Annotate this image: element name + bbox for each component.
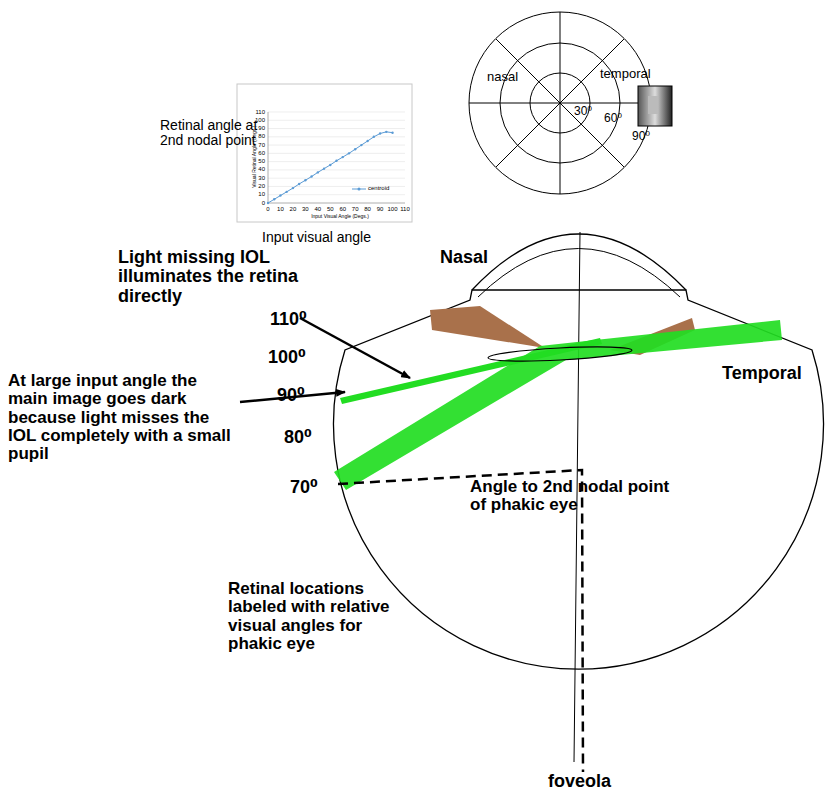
annotation: Retinal locations labeled with relative … [228, 580, 403, 653]
tick-label: 100 [385, 206, 401, 212]
tick-label: 20 [250, 183, 265, 189]
grid-line [268, 178, 405, 179]
data-point [329, 164, 331, 166]
tick-label: 90 [250, 125, 265, 131]
data-point [335, 160, 337, 162]
grid-line [268, 136, 405, 137]
region-label: Temporal [722, 364, 832, 383]
grid-line [268, 112, 405, 113]
tick-label: 0 [250, 200, 265, 206]
data-point [310, 175, 312, 177]
grid-line [268, 153, 405, 154]
data-point [317, 171, 319, 173]
data-point [354, 148, 356, 150]
tick-label: 80 [250, 133, 265, 139]
annotation: Angle to 2nd nodal point of phakic eye [470, 478, 680, 515]
grid-line [268, 169, 405, 170]
tick-label: 110 [397, 206, 413, 212]
tick-label: 30 [297, 206, 313, 212]
grid-line [268, 145, 405, 146]
main-light-beam [334, 320, 782, 490]
grid-line [268, 128, 405, 129]
legend-sample [352, 186, 366, 192]
data-point [379, 132, 381, 134]
data-point [304, 179, 306, 181]
retinal-image-patch [638, 86, 672, 126]
eccentricity-label: 60⁰ [604, 112, 634, 125]
axis-caption: Retinal angle at 2nd nodal point [160, 118, 260, 148]
field-label: temporal [600, 67, 660, 81]
tick-label: 60 [335, 206, 351, 212]
data-point [267, 202, 269, 204]
centroid-curve [267, 131, 394, 205]
leader-arrow [300, 318, 410, 378]
tick-label: 100 [250, 117, 265, 123]
data-point [373, 136, 375, 138]
tick-label: 110 [250, 109, 265, 115]
iris-nasal [430, 306, 545, 348]
tick-label: 40 [250, 166, 265, 172]
x-axis [268, 203, 405, 204]
retinal-angle: 100⁰ [268, 348, 328, 367]
retinal-angle: 80⁰ [284, 428, 334, 447]
retinal-angle: 70⁰ [290, 478, 340, 497]
tick-label: 10 [250, 191, 265, 197]
data-point [292, 187, 294, 189]
annotation: Light missing IOL illuminates the retina… [118, 248, 323, 306]
data-point [323, 167, 325, 169]
data-point [298, 183, 300, 185]
tick-label: 40 [310, 206, 326, 212]
tick-label: 30 [250, 175, 265, 181]
chart-grid [268, 112, 405, 195]
data-point [366, 140, 368, 142]
curve-line [268, 132, 393, 203]
retinal-angle: 110⁰ [270, 310, 330, 329]
data-point [360, 144, 362, 146]
data-point [348, 152, 350, 154]
axis-caption: Input visual angle [262, 230, 412, 245]
eccentricity-label: 30⁰ [574, 105, 604, 118]
tick-label: 90 [372, 206, 388, 212]
anatomy-label: foveola [548, 772, 638, 791]
tick-label: 0 [260, 206, 276, 212]
visual-field-chart [469, 12, 651, 194]
data-point [285, 191, 287, 193]
region-label: Nasal [440, 248, 510, 267]
y-axis [268, 112, 269, 203]
eccentricity-label: 90⁰ [632, 130, 662, 143]
tick-label: 70 [347, 206, 363, 212]
nodal-angle-line [338, 470, 583, 772]
grid-line [268, 194, 405, 195]
data-point [342, 156, 344, 158]
data-point [385, 131, 387, 133]
tick-label: 50 [250, 158, 265, 164]
tick-label: 70 [250, 142, 265, 148]
tick-label: 60 [250, 150, 265, 156]
tick-label: 50 [322, 206, 338, 212]
data-point [273, 198, 275, 200]
annotation: At large input angle the main image goes… [8, 372, 240, 464]
data-point [391, 131, 393, 133]
tick-label: 80 [360, 206, 376, 212]
field-label: nasal [487, 70, 537, 84]
retinal-angle: 90⁰ [277, 386, 327, 405]
axis-title: Input Visual Angle (Degs.) [290, 214, 390, 219]
data-point [279, 194, 281, 196]
iol-lens [488, 344, 632, 364]
legend-text: centroid [368, 185, 408, 191]
tick-label: 20 [285, 206, 301, 212]
retinal-image-detail [648, 96, 658, 114]
chart-frame [237, 84, 412, 222]
tick-label: 10 [272, 206, 288, 212]
grid-line [268, 120, 405, 121]
